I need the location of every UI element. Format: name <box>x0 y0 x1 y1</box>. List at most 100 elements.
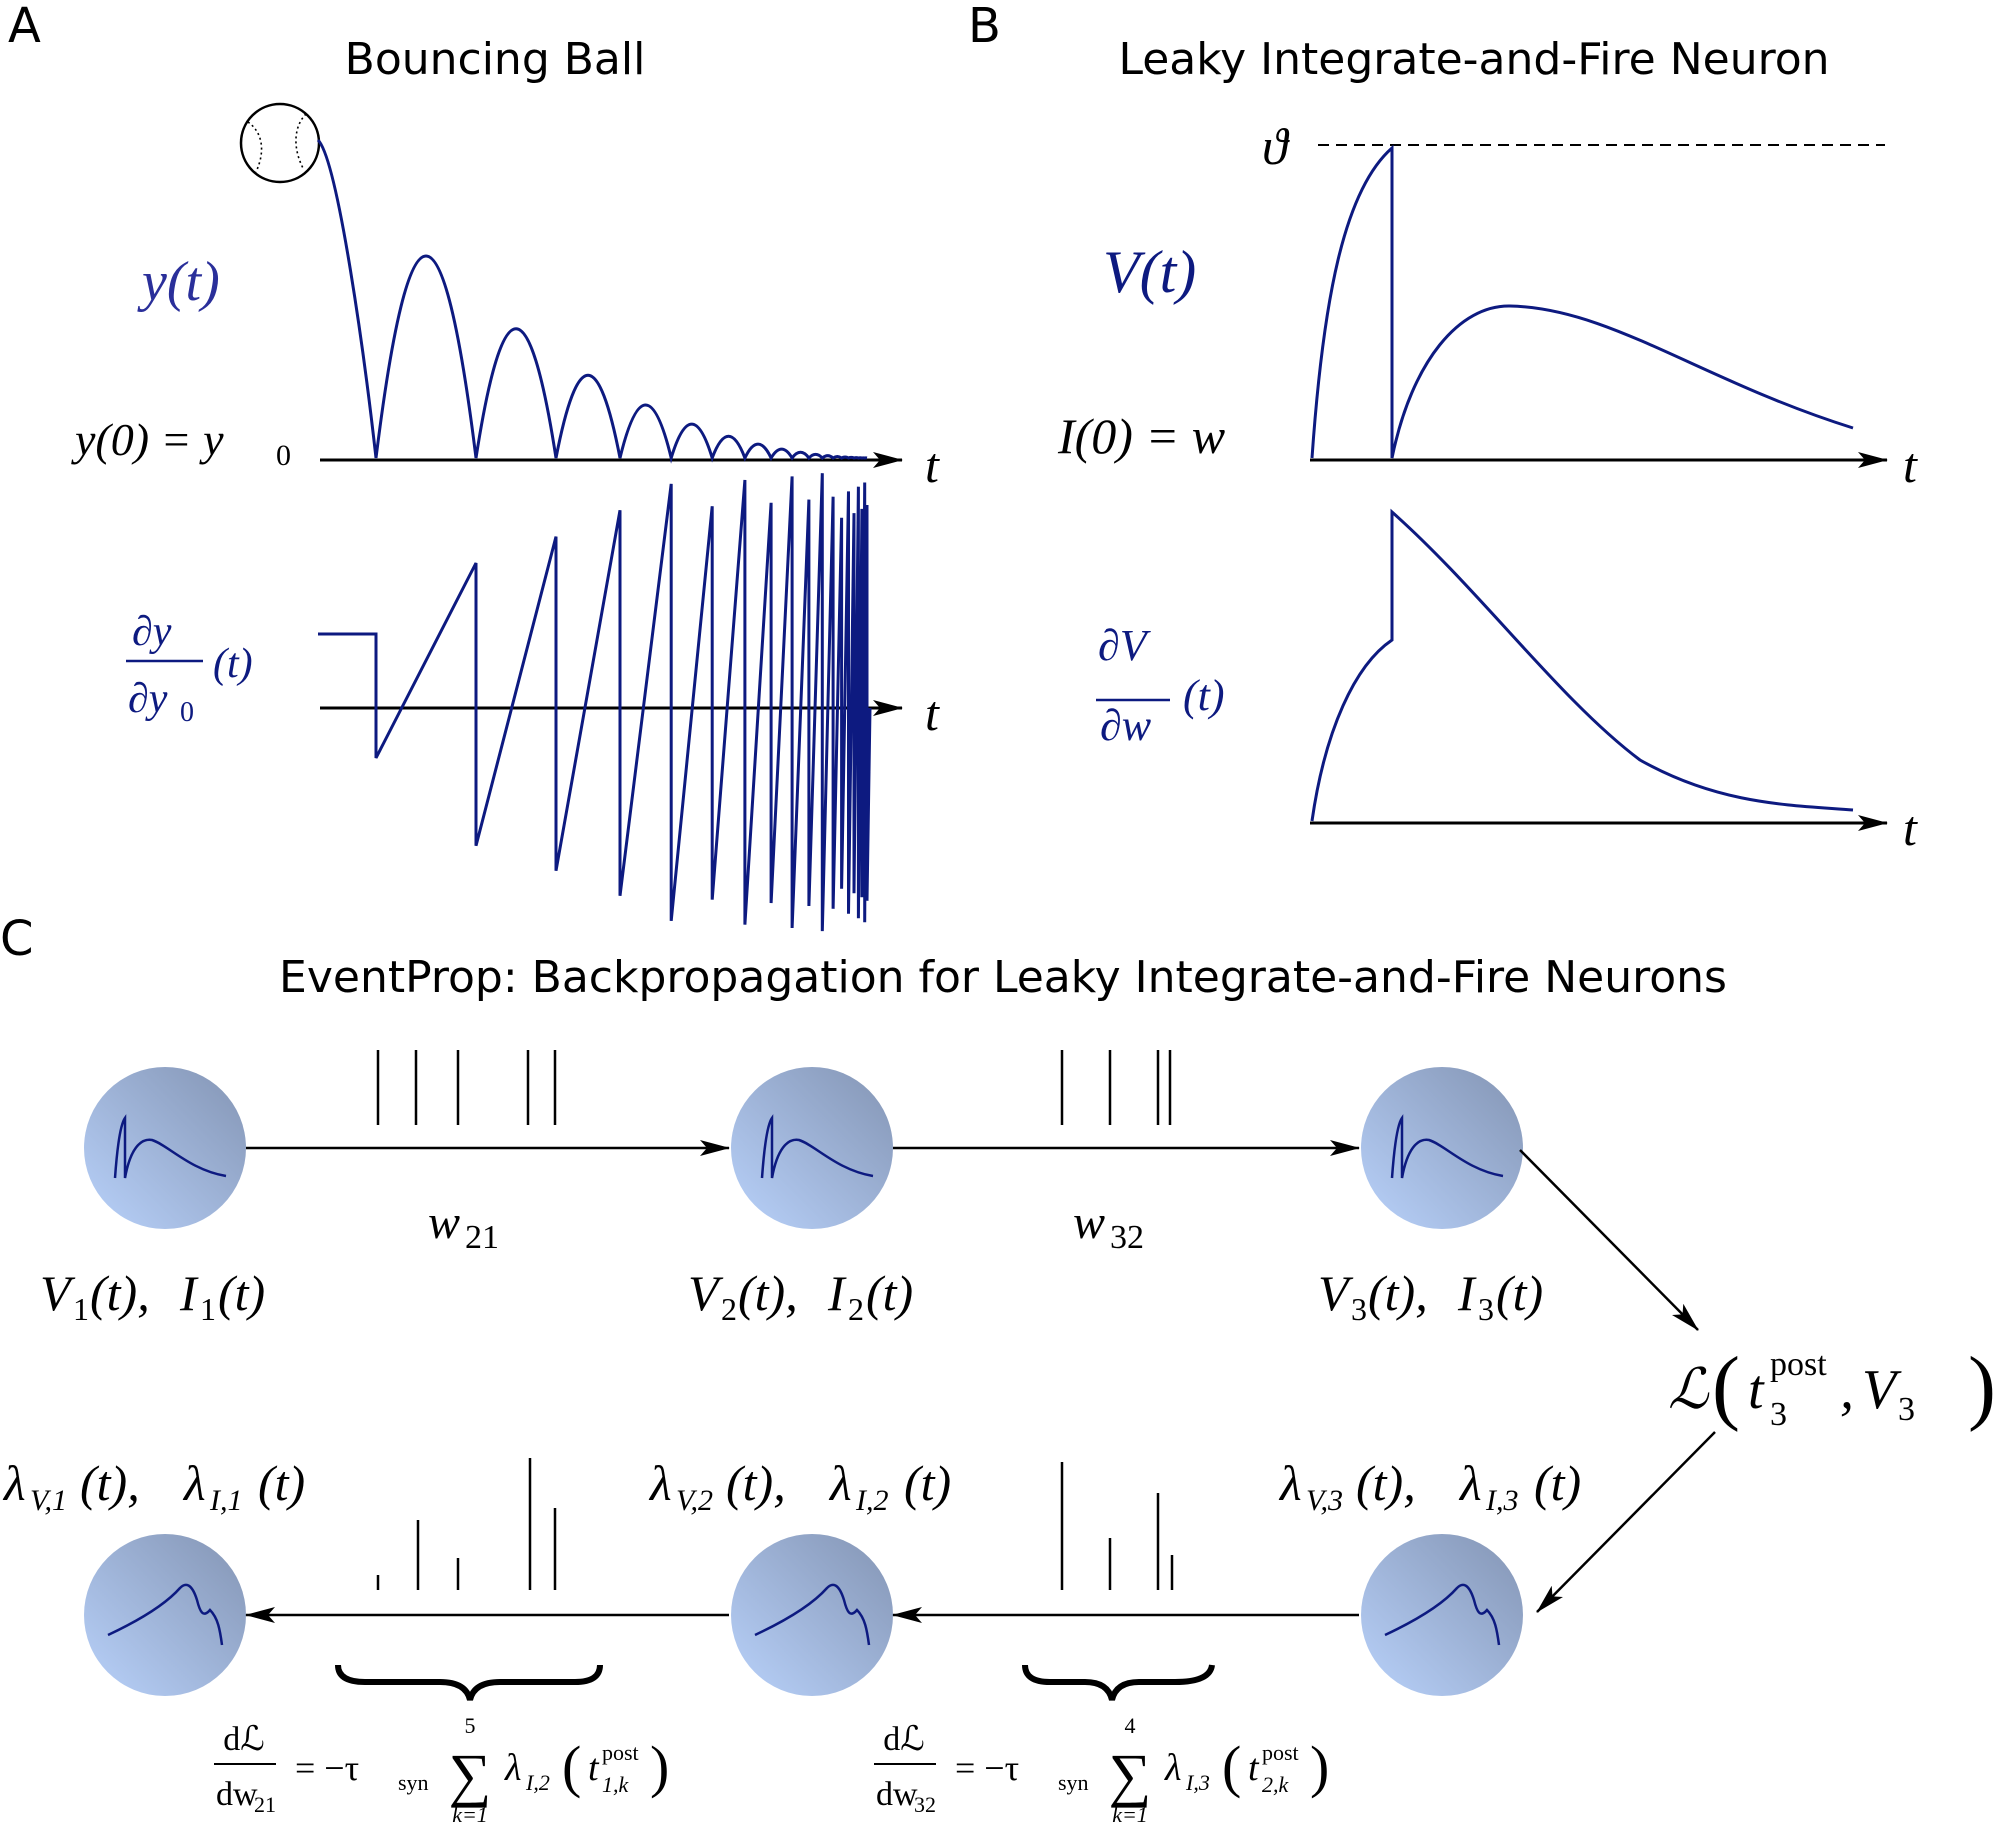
grad-lambda-sub: I,3 <box>1185 1770 1210 1795</box>
lambda-v-symbol: λ <box>648 1455 672 1511</box>
grad-sum-bottom: k=1 <box>452 1802 488 1827</box>
weight-subscript: 21 <box>465 1219 499 1256</box>
initial-condition-b: I(0) = w <box>1057 408 1225 464</box>
grad-sum-sign: ∑ <box>449 1742 492 1808</box>
t-axis-label-b-top: t <box>1903 437 1918 493</box>
weight-label-32: w 32 <box>1073 1196 1144 1256</box>
voltage-sensitivity-curve <box>1310 508 1854 822</box>
i-subscript: 1 <box>200 1291 216 1327</box>
grad-paren-close: ) <box>1310 1734 1329 1799</box>
neuron-body <box>1361 1534 1523 1696</box>
v-arg: (t), <box>738 1265 798 1321</box>
brace-1 <box>335 1664 603 1701</box>
grad-t-sub: 2,k <box>1262 1772 1290 1797</box>
loss-comma: , <box>1840 1359 1854 1421</box>
i-arg: (t) <box>1496 1265 1543 1321</box>
weight-label-21: w 21 <box>428 1196 499 1256</box>
forward-neuron-2 <box>731 1067 893 1229</box>
grad-eq: = −τ <box>955 1748 1019 1788</box>
grad-lambda: λ <box>1164 1747 1181 1789</box>
lambda-i-subscript: I,1 <box>209 1484 243 1517</box>
adjoint-state-label-2: λ V,2 (t), λ I,2 (t) <box>648 1455 951 1517</box>
panel-c-letter: C <box>0 911 34 967</box>
arrow-to-loss <box>1519 1149 1699 1331</box>
adjoint-glyph <box>754 1583 871 1646</box>
grad-sum-bottom: k=1 <box>1112 1802 1148 1827</box>
arrow-from-loss <box>1536 1431 1716 1613</box>
lambda-i-symbol: λ <box>182 1455 206 1511</box>
adjoint-spike-train-2 <box>1060 1462 1174 1590</box>
grad-lambda-sub: I,2 <box>525 1770 550 1795</box>
adjoint-state-label-1: λ V,1 (t), λ I,1 (t) <box>2 1455 305 1517</box>
loss-t-sub: 3 <box>1770 1396 1787 1433</box>
grad-t-sup: post <box>602 1740 639 1765</box>
lambda-i-symbol: λ <box>1458 1455 1482 1511</box>
grad-tau-sub: syn <box>1058 1770 1089 1795</box>
lambda-v-subscript: V,1 <box>30 1484 67 1517</box>
lambda-i-arg: (t) <box>904 1455 951 1511</box>
weight-subscript: 32 <box>1110 1219 1144 1256</box>
baseball-icon <box>239 102 321 184</box>
grad-lambda: λ <box>504 1747 521 1789</box>
forward-neuron-1 <box>84 1067 246 1229</box>
deriv-a-suffix: (t) <box>213 641 253 687</box>
lambda-i-symbol: λ <box>828 1455 852 1511</box>
grad-num: dℒ <box>223 1721 265 1758</box>
lambda-v-arg: (t), <box>1356 1455 1416 1511</box>
v-subscript: 1 <box>73 1291 89 1327</box>
v-arg: (t), <box>90 1265 150 1321</box>
adjoint-glyph <box>107 1583 224 1646</box>
panel-a: A Bouncing Ball y(t) y(0) = y 0 t ∂y ∂y … <box>8 0 940 932</box>
loss-t: t <box>1748 1359 1765 1421</box>
weight-symbol: w <box>428 1196 460 1249</box>
deriv-a-den: ∂y <box>128 676 168 722</box>
deriv-label-a: ∂y ∂y 0 (t) <box>126 609 253 728</box>
deriv-b-den: ∂w <box>1100 701 1152 750</box>
forward-neuron-3 <box>1361 1067 1523 1229</box>
brace-2 <box>1022 1664 1215 1701</box>
adjoint-state-label-3: λ V,3 (t), λ I,3 (t) <box>1278 1455 1581 1517</box>
panel-c-title: EventProp: Backpropagation for Leaky Int… <box>279 952 1727 1003</box>
grad-sum-sign: ∑ <box>1109 1742 1152 1808</box>
ball-sensitivity-curve <box>318 473 872 932</box>
lambda-v-arg: (t), <box>726 1455 786 1511</box>
lambda-v-arg: (t), <box>80 1455 140 1511</box>
grad-t-sup: post <box>1262 1740 1299 1765</box>
forward-state-label-1: V 1 (t), I 1 (t) <box>40 1265 265 1327</box>
forward-state-label-2: V 2 (t), I 2 (t) <box>688 1265 913 1327</box>
grad-den: dw <box>876 1776 918 1813</box>
i-subscript: 2 <box>848 1291 864 1327</box>
adjoint-neuron-1 <box>84 1534 246 1696</box>
deriv-b-suffix: (t) <box>1183 671 1225 720</box>
grad-t: t <box>588 1747 600 1789</box>
v-t-label: V(t) <box>1103 239 1196 305</box>
t-axis-label-a-bottom: t <box>925 685 940 741</box>
deriv-b-num: ∂V <box>1098 621 1152 670</box>
initial-condition-a-sub: 0 <box>276 439 291 472</box>
t-axis-label-b-bottom: t <box>1903 800 1918 856</box>
adjoint-neuron-3 <box>1361 1534 1523 1696</box>
adjoint-glyph <box>1384 1583 1501 1646</box>
loss-symbol: ℒ <box>1668 1359 1710 1421</box>
grad-tau-sub: syn <box>398 1770 429 1795</box>
grad-sum-top: 4 <box>1125 1713 1136 1738</box>
lambda-v-subscript: V,2 <box>676 1484 713 1517</box>
adjoint-spike-train-1 <box>376 1458 557 1590</box>
v-subscript: 2 <box>721 1291 737 1327</box>
deriv-label-b: ∂V ∂w (t) <box>1096 621 1225 750</box>
bouncing-ball-trajectory <box>316 138 868 464</box>
loss-v-sub: 3 <box>1898 1391 1915 1428</box>
grad-den: dw <box>216 1776 258 1813</box>
spike-train-2 <box>1060 1050 1172 1125</box>
v-symbol: V <box>40 1265 76 1321</box>
panel-c: C EventProp: Backpropagation for Leaky I… <box>0 911 1996 1827</box>
v-subscript: 3 <box>1351 1291 1367 1327</box>
panel-b: B Leaky Integrate-and-Fire Neuron ϑ V(t)… <box>968 0 1918 856</box>
lambda-i-arg: (t) <box>1534 1455 1581 1511</box>
i-arg: (t) <box>866 1265 913 1321</box>
v-symbol: V <box>1318 1265 1354 1321</box>
loss-paren-open: ( <box>1712 1340 1740 1433</box>
v-arg: (t), <box>1368 1265 1428 1321</box>
initial-condition-a: y(0) = y 0 <box>71 414 291 472</box>
loss-paren-close: ) <box>1968 1340 1996 1433</box>
